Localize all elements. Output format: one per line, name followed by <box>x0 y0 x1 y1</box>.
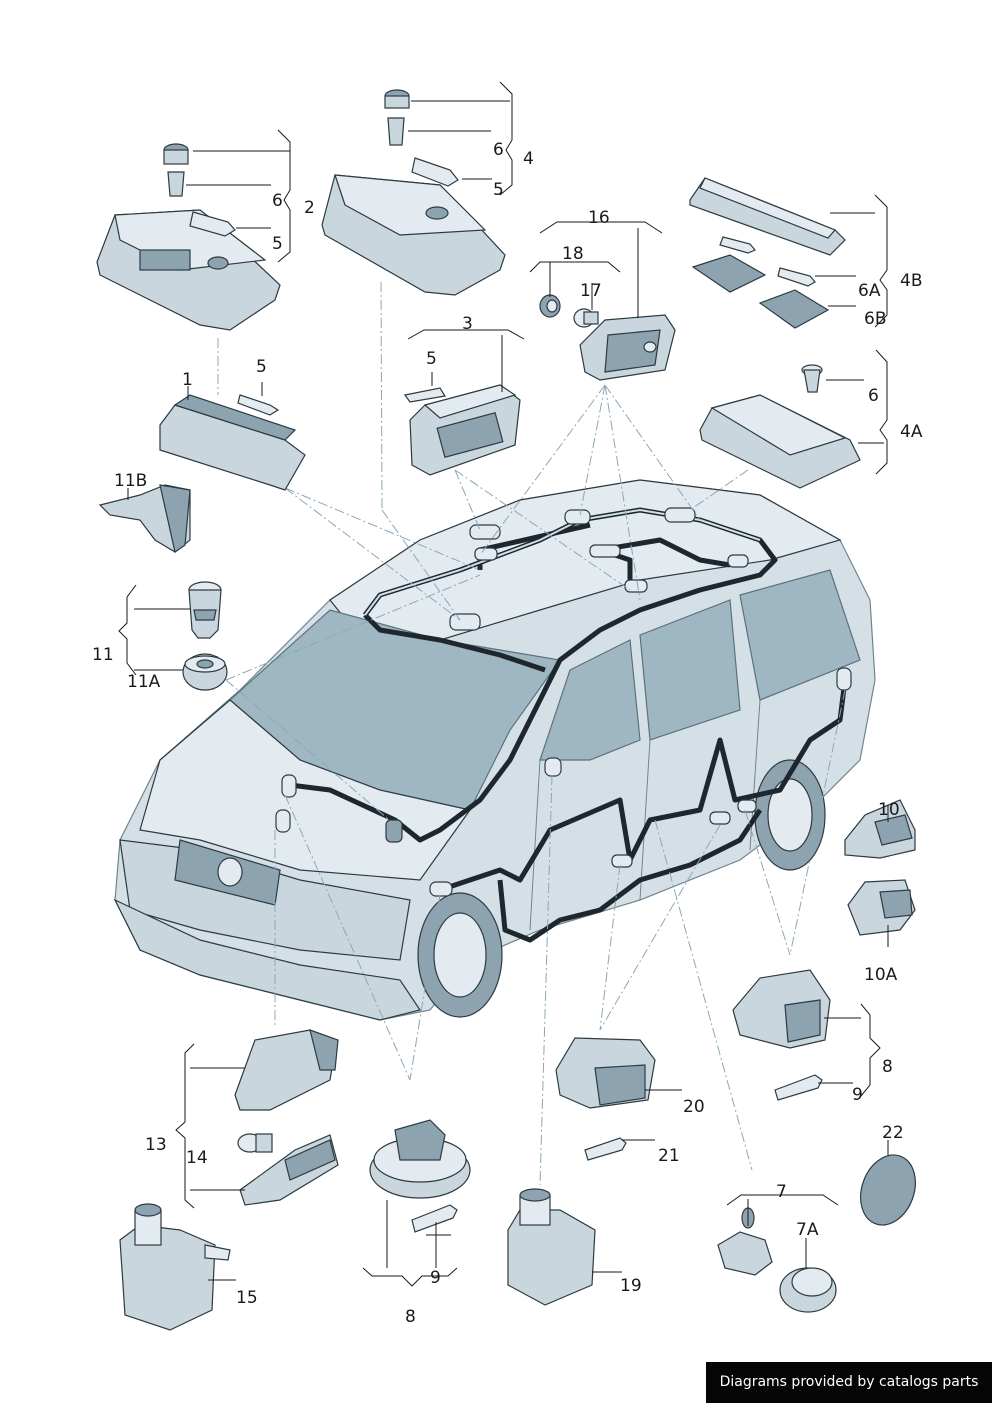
label-15: 15 <box>236 1288 258 1308</box>
part-9-bulb-lower[interactable] <box>411 1204 458 1233</box>
label-19: 19 <box>620 1276 642 1296</box>
label-6: 6 <box>868 386 879 406</box>
part-22-lens[interactable] <box>851 1147 924 1232</box>
part-8-courtesy-light[interactable] <box>369 1119 471 1199</box>
label-5: 5 <box>256 357 267 377</box>
part-4a-light[interactable] <box>699 364 861 489</box>
part-2-interior-light[interactable] <box>96 143 281 331</box>
label-20: 20 <box>683 1097 705 1117</box>
label-2: 2 <box>304 198 315 218</box>
label-6: 6 <box>272 191 283 211</box>
wiring-harness <box>275 507 852 943</box>
part-13-light-bracket[interactable] <box>239 1134 339 1206</box>
label-7: 7 <box>776 1182 787 1202</box>
label-8: 8 <box>405 1307 416 1327</box>
part-1-light[interactable] <box>159 394 306 491</box>
part-3-switch-panel[interactable] <box>403 384 521 476</box>
label-8: 8 <box>882 1057 893 1077</box>
part-4b-light-strip[interactable] <box>689 177 846 256</box>
label-9: 9 <box>852 1085 863 1105</box>
part-9-bulb[interactable] <box>774 1074 823 1101</box>
part-10a-light[interactable] <box>847 879 916 936</box>
part-11b-bracket[interactable] <box>98 484 191 554</box>
part-8-door-light[interactable] <box>732 969 831 1049</box>
part-19-sensor[interactable] <box>507 1188 596 1306</box>
part-15-switch[interactable] <box>119 1203 231 1331</box>
part-10-light[interactable] <box>844 799 916 859</box>
label-21: 21 <box>658 1146 680 1166</box>
label-1: 1 <box>182 370 193 390</box>
label-22: 22 <box>882 1123 904 1143</box>
part-4-interior-light[interactable] <box>321 89 506 296</box>
vehicle-illustration <box>113 479 876 1021</box>
part-14-bulb[interactable] <box>237 1133 273 1153</box>
label-11a: 11A <box>127 672 161 692</box>
label-17: 17 <box>580 281 602 301</box>
part-18-socket[interactable] <box>539 294 561 318</box>
part-13-light-housing[interactable] <box>234 1029 339 1111</box>
label-14: 14 <box>186 1148 208 1168</box>
label-6: 6 <box>493 140 504 160</box>
part-6a-bulb[interactable] <box>719 236 816 287</box>
part-7-switch[interactable] <box>717 1207 773 1276</box>
label-4b: 4B <box>900 271 922 291</box>
label-18: 18 <box>562 244 584 264</box>
label-9: 9 <box>430 1268 441 1288</box>
part-7a-cap[interactable] <box>779 1267 837 1313</box>
label-10: 10 <box>878 800 900 820</box>
label-11: 11 <box>92 645 114 665</box>
part-11a-grommet[interactable] <box>182 653 228 691</box>
label-10a: 10A <box>864 965 898 985</box>
guide-lines <box>217 281 846 1186</box>
label-16: 16 <box>588 208 610 228</box>
part-11-grommet[interactable] <box>188 581 222 639</box>
part-17-bulb[interactable] <box>573 308 599 328</box>
label-6a: 6A <box>858 281 881 301</box>
part-21-bulb[interactable] <box>584 1137 627 1161</box>
label-7a: 7A <box>796 1220 819 1240</box>
label-5: 5 <box>493 180 504 200</box>
leader-lines <box>118 81 889 1287</box>
label-4a: 4A <box>900 422 923 442</box>
part-20-light[interactable] <box>555 1037 656 1109</box>
label-11b: 11B <box>114 471 147 491</box>
callout-labels: 2 6 5 4 6 5 16 18 17 3 5 5 1 11B 4B 6A 6… <box>92 140 923 1327</box>
label-5: 5 <box>272 234 283 254</box>
label-3: 3 <box>462 314 473 334</box>
label-13: 13 <box>145 1135 167 1155</box>
label-5: 5 <box>426 349 437 369</box>
credit-banner: Diagrams provided by catalogs parts <box>706 1362 992 1403</box>
part-16-reading-light[interactable] <box>579 314 676 381</box>
part-6b-lens[interactable] <box>691 254 830 329</box>
label-6b: 6B <box>864 309 886 329</box>
label-4: 4 <box>523 149 534 169</box>
